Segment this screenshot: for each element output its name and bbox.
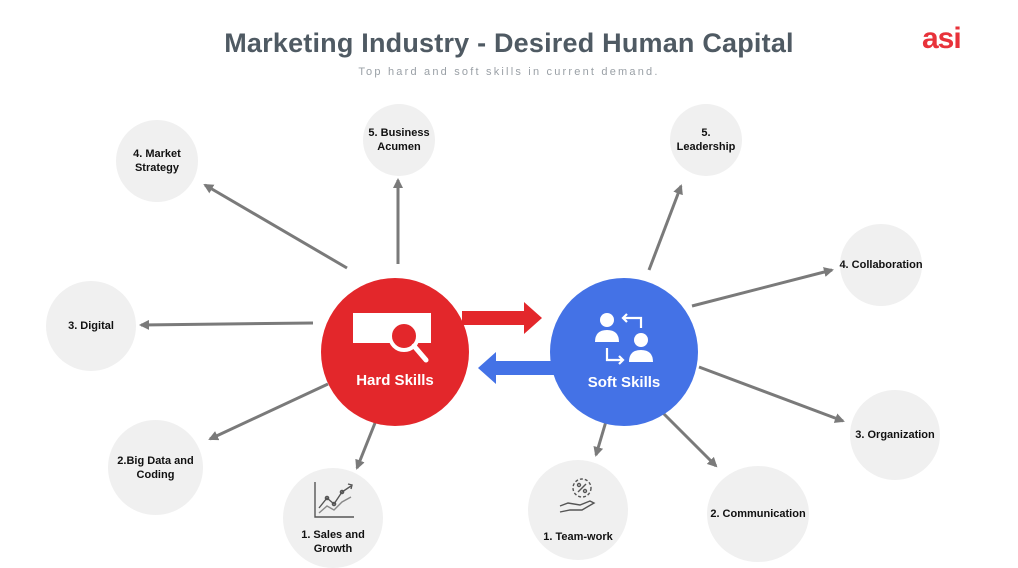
soft-skill-label: 5. Leadership	[676, 127, 736, 153]
growth-chart-icon	[314, 482, 354, 518]
people-exchange-icon	[595, 312, 653, 365]
hard-skill-big-data: 2.Big Data and Coding	[108, 420, 203, 515]
hard-skill-digital: 3. Digital	[46, 281, 136, 371]
soft-skill-label: 1. Team-work	[543, 531, 613, 543]
hub-hard-skills: Hard Skills	[321, 278, 469, 426]
page-subtitle: Top hard and soft skills in current dema…	[358, 66, 660, 78]
soft-skill-label: 4. Collaboration	[839, 259, 923, 271]
arrow-hard-to-strategy	[203, 183, 348, 270]
arrow-soft-to-communication	[658, 408, 718, 468]
arrow-soft-to-teamwork	[593, 417, 609, 457]
brand-logo: asi	[922, 22, 962, 55]
soft-skill-leadership: 5. Leadership	[670, 104, 742, 176]
hand-percent-icon	[559, 478, 596, 513]
arrow-soft-to-leadership	[647, 184, 683, 271]
page-title: Marketing Industry - Desired Human Capit…	[224, 28, 794, 58]
hard-skill-label: 4. Market Strategy	[133, 148, 181, 174]
arrow-hard-to-soft	[462, 302, 542, 334]
soft-skill-label: 2. Communication	[710, 508, 806, 520]
arrow-hard-to-digital	[139, 319, 314, 330]
hard-skill-business-acumen: 5. Business Acumen	[363, 104, 435, 176]
hard-skill-market-strategy: 4. Market Strategy	[116, 120, 198, 202]
hub-soft-label: Soft Skills	[587, 373, 661, 391]
magnifier-card-icon	[353, 312, 431, 362]
arrow-hard-to-bigdata	[208, 382, 329, 441]
hub-soft-skills: Soft Skills	[550, 278, 698, 426]
hard-skill-sales-growth: 1. Sales and Growth	[283, 468, 383, 568]
arrow-soft-to-collaboration	[691, 267, 834, 308]
soft-skill-label: 3. Organization	[855, 429, 935, 441]
soft-skill-organization: 3. Organization	[850, 390, 940, 480]
hub-hard-label: Hard Skills	[356, 371, 434, 389]
hard-skill-label: 1. Sales and Growth	[301, 529, 365, 555]
hard-skill-label: 2.Big Data and Coding	[117, 454, 194, 481]
hard-skill-label: 5. Business Acumen	[368, 127, 430, 153]
arrow-soft-to-organization	[698, 365, 845, 423]
arrow-hard-to-sales	[355, 417, 379, 470]
soft-skill-collaboration: 4. Collaboration	[839, 224, 923, 306]
hard-skill-label: 3. Digital	[68, 320, 114, 332]
soft-skill-communication: 2. Communication	[707, 466, 809, 562]
arrow-soft-to-hard	[478, 352, 556, 384]
